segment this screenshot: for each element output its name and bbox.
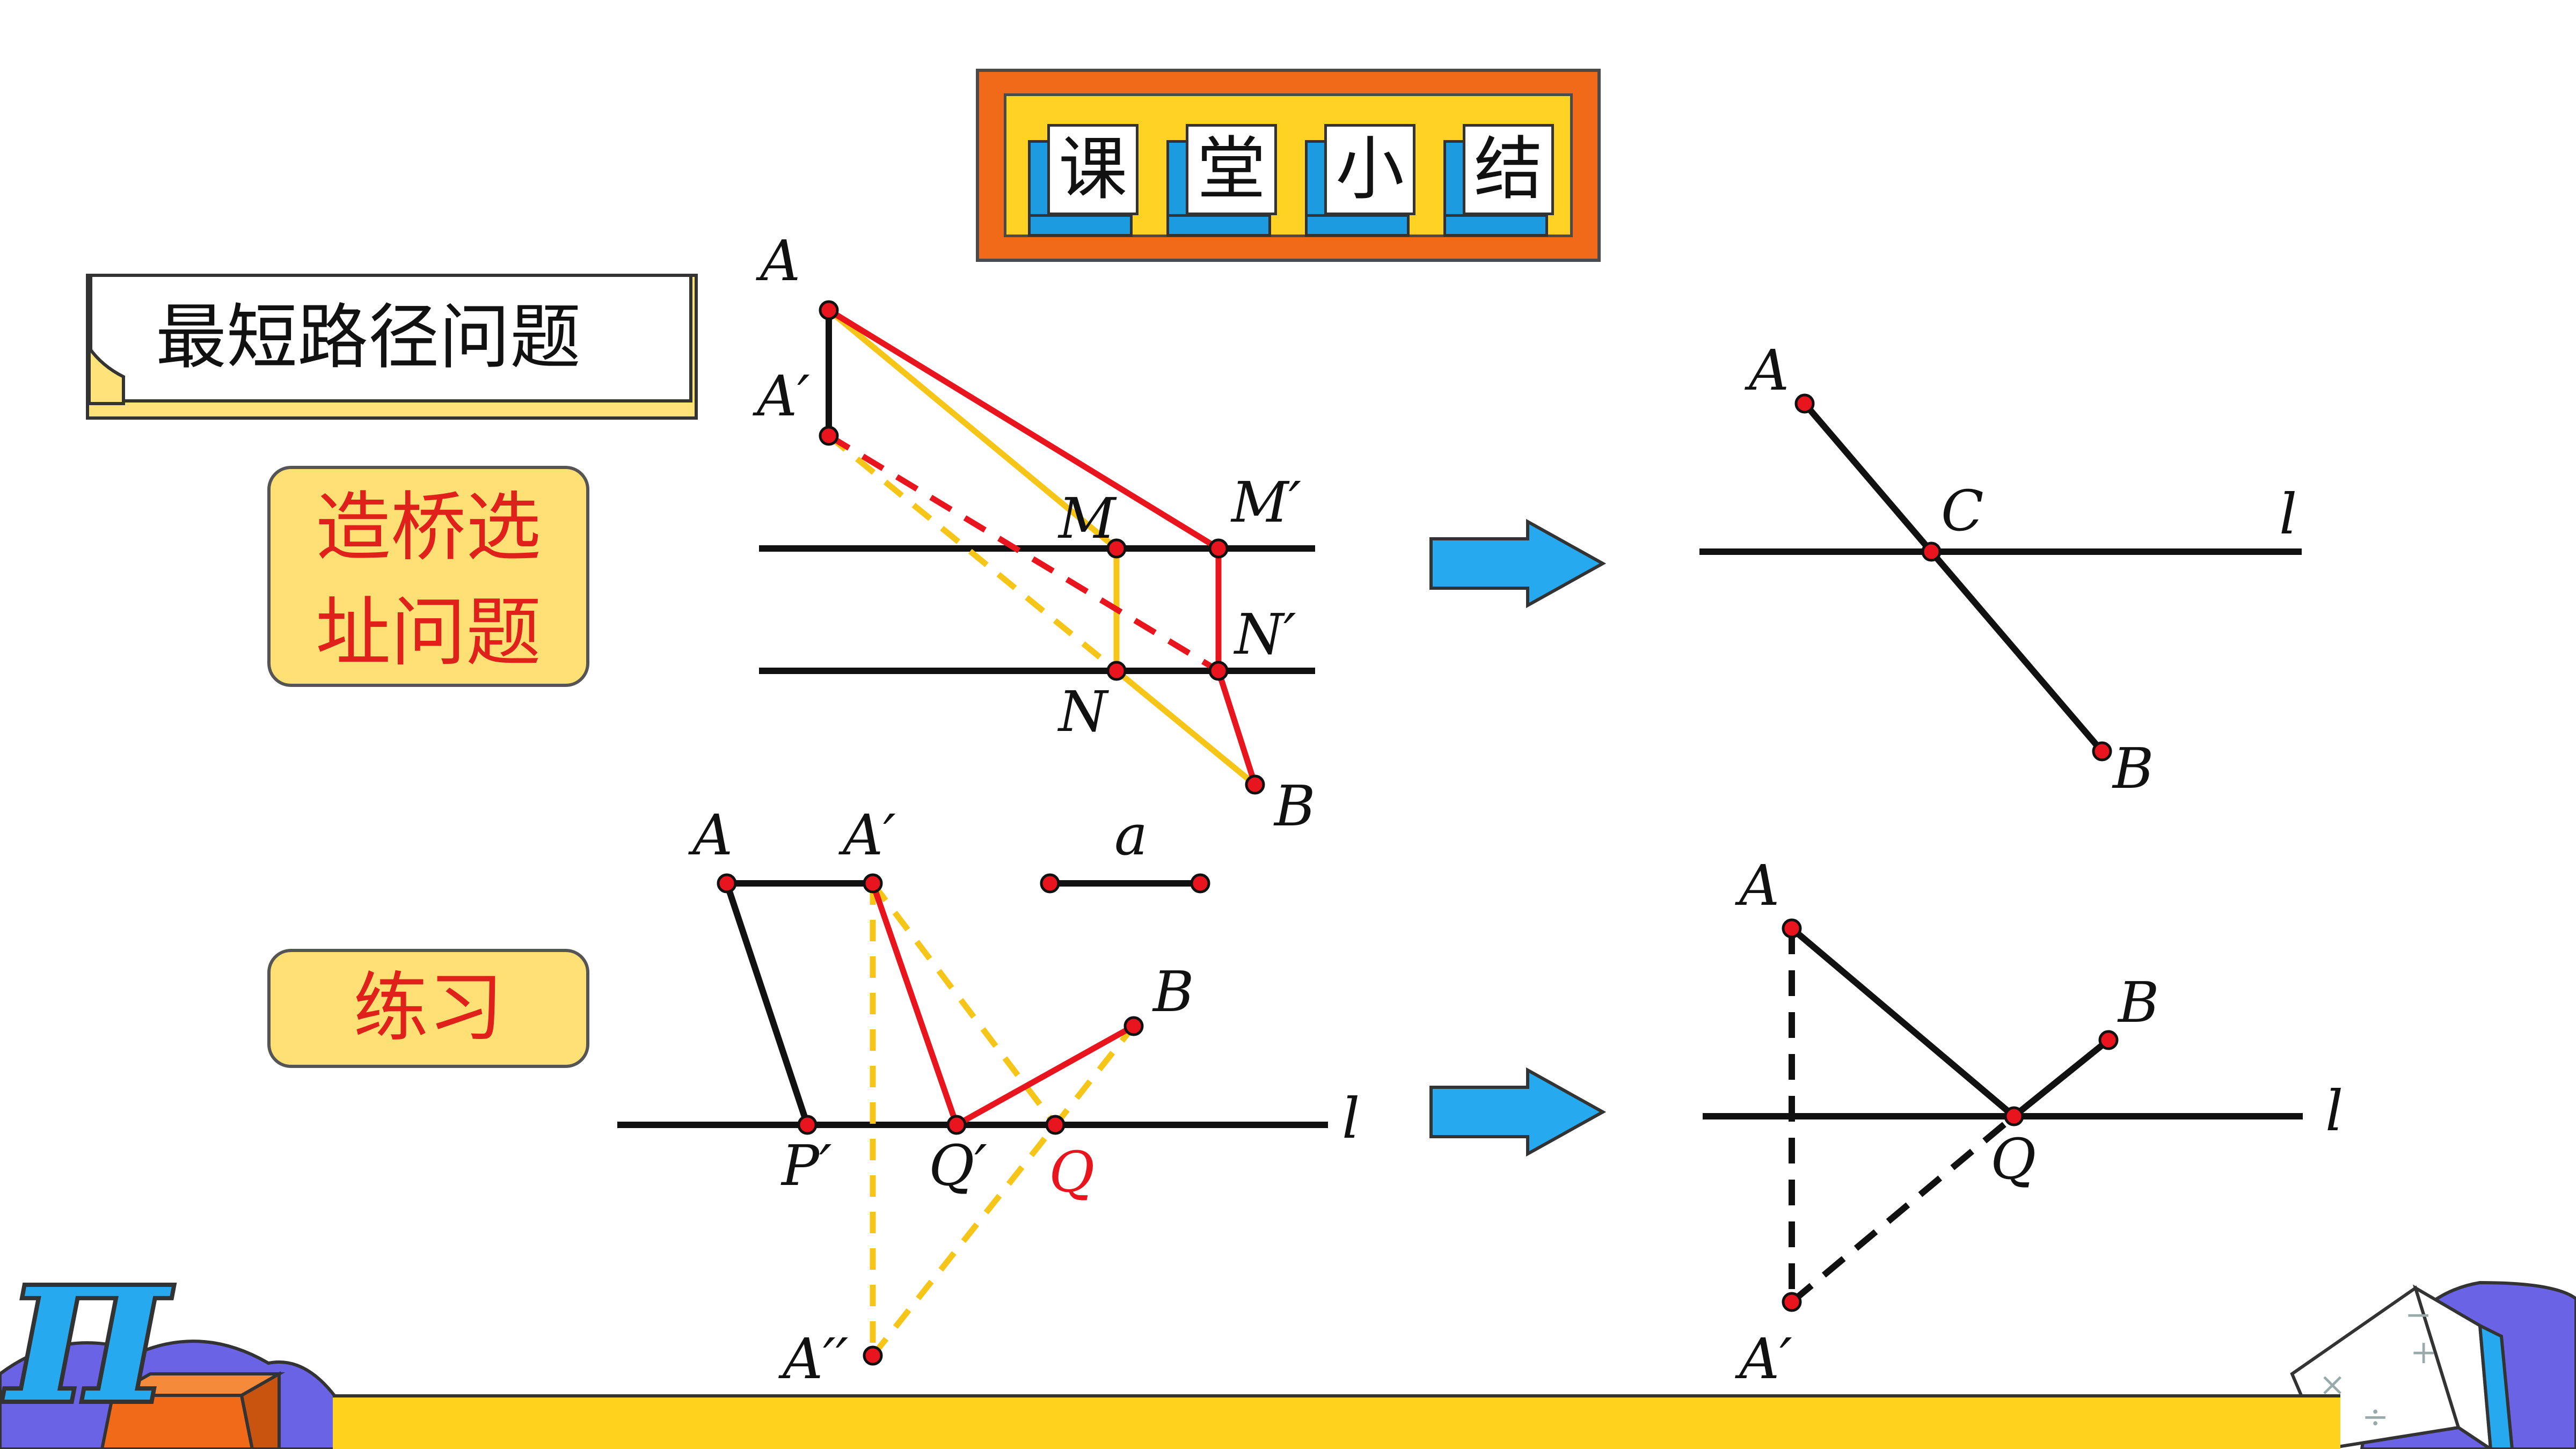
title-tile: 结 <box>1443 124 1556 237</box>
figure-bridge-points <box>819 300 1265 795</box>
label-C: C <box>1941 478 1984 544</box>
point-C <box>1921 541 1942 562</box>
label-N1: N′ <box>1233 602 1296 667</box>
segment-A1N1-dashed <box>827 433 1220 674</box>
label-B: B <box>1152 959 1194 1024</box>
label-A: A <box>1735 853 1779 918</box>
segment-NB-yellow <box>1114 668 1257 787</box>
point-M1 <box>1208 538 1229 559</box>
plus-icon: + <box>2410 1334 2437 1371</box>
figure-reflect-points <box>1782 918 2119 1312</box>
label-Q: Q <box>1990 1126 2036 1192</box>
segment-AM1-red <box>827 308 1220 551</box>
label-B: B <box>2117 970 2159 1035</box>
title-tile: 堂 <box>1166 124 1279 237</box>
point-P1 <box>797 1115 818 1135</box>
segment-AP1 <box>724 882 811 1126</box>
segment-A1N-dashed <box>827 433 1119 674</box>
figure-bridge: A A′ M M′ N′ N B <box>753 228 1315 839</box>
point-B <box>2092 741 2112 762</box>
topic-label-text: 最短路径问题 <box>89 274 692 402</box>
label-A2: A′′ <box>778 1326 848 1392</box>
segment-A1Q-dashed <box>1790 1114 2016 1305</box>
label-l: l <box>1342 1086 1360 1151</box>
label-A1: A′ <box>753 363 810 429</box>
label-Q: Q <box>1049 1139 1094 1205</box>
point-A2 <box>863 1345 883 1366</box>
label-N: N <box>1057 679 1109 744</box>
figure-practice: A A′ a B l P′ Q′ Q A′′ <box>617 802 1360 1392</box>
arrow-right-icon <box>1429 518 1607 609</box>
point-a-end <box>1190 873 1210 894</box>
figure-practice-points <box>717 873 1210 1366</box>
segment-A1Q1-red <box>870 882 960 1126</box>
point-A1 <box>819 426 839 446</box>
point-Q <box>1045 1115 1066 1135</box>
title-tile: 小 <box>1305 124 1418 237</box>
decor-bottom-left: π <box>0 1189 367 1449</box>
tag-bridge-line2: 址问题 <box>315 589 541 677</box>
point-A <box>717 873 737 894</box>
label-P1: P′ <box>780 1133 832 1198</box>
divide-icon: ÷ <box>2362 1398 2389 1436</box>
label-B: B <box>2112 736 2154 801</box>
figure-line: A C l B <box>1699 338 2302 801</box>
title-char: 结 <box>1463 124 1554 215</box>
arrow-right-icon <box>1429 1067 1607 1157</box>
title-plate: 课 堂 小 结 <box>976 69 1601 262</box>
title-char: 课 <box>1047 124 1139 215</box>
point-Q1 <box>946 1115 967 1135</box>
point-B <box>2098 1030 2119 1050</box>
point-B <box>1245 774 1265 795</box>
segment-AQ <box>1790 926 2016 1119</box>
point-Q <box>2004 1106 2024 1126</box>
topic-label: 最短路径问题 <box>86 274 698 420</box>
label-l: l <box>2325 1078 2343 1144</box>
segment-QB <box>2012 1037 2111 1119</box>
segment-Q1B-red <box>955 1023 1135 1128</box>
label-Q1: Q′ <box>929 1133 987 1198</box>
segment-N1B-red <box>1215 670 1258 786</box>
label-M1: M′ <box>1230 470 1301 535</box>
point-A <box>1782 918 1802 939</box>
pi-icon: π <box>2 1191 174 1449</box>
label-B: B <box>1273 773 1315 839</box>
tag-bridge-line1: 造桥选 <box>315 484 541 572</box>
figure-line-points <box>1794 393 2112 762</box>
label-M: M <box>1057 486 1117 551</box>
label-A: A <box>756 228 800 294</box>
point-N1 <box>1208 661 1229 681</box>
point-M <box>1106 538 1127 559</box>
tag-practice: 练习 <box>267 949 589 1068</box>
point-A <box>819 300 839 320</box>
point-B <box>1123 1016 1144 1036</box>
label-A1: A′ <box>1735 1326 1792 1392</box>
label-l: l <box>2279 481 2297 547</box>
label-A: A <box>688 802 733 868</box>
label-A1: A′ <box>838 802 896 868</box>
point-N <box>1106 661 1127 681</box>
figure-reflect: A B l Q A′ <box>1703 853 2343 1392</box>
point-A1 <box>1782 1292 1802 1312</box>
label-A: A <box>1745 338 1789 403</box>
title-char: 堂 <box>1186 124 1277 215</box>
segment-AM-yellow <box>827 308 1119 551</box>
point-A1 <box>863 873 883 894</box>
point-A <box>1794 393 1815 414</box>
title-tile: 课 <box>1028 124 1141 237</box>
arrow-group <box>1429 518 1607 1157</box>
segment-AB <box>1802 401 2105 753</box>
minus-icon: − <box>2405 1296 2432 1334</box>
label-a: a <box>1114 802 1148 868</box>
point-a-start <box>1040 873 1060 894</box>
title-plate-inner: 课 堂 小 结 <box>1004 93 1573 237</box>
decor-bottom-right: × ÷ + − <box>2290 1280 2576 1449</box>
tag-bridge-problem: 造桥选 址问题 <box>267 466 589 687</box>
segment-A1Q-dashed <box>870 881 1058 1127</box>
page-curl-icon <box>87 345 125 405</box>
bottom-bar <box>333 1394 2340 1449</box>
title-char: 小 <box>1324 124 1415 215</box>
